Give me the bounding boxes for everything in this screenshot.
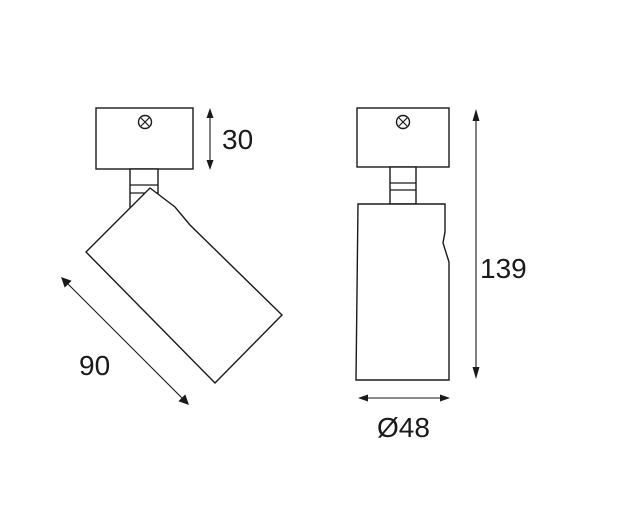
- diameter-label: Ø48: [377, 412, 430, 443]
- body-length-label: 90: [79, 350, 110, 381]
- total-height-label: 139: [480, 253, 527, 284]
- right-screw-icon: [395, 114, 411, 130]
- dimension-base-height: 30: [206, 108, 253, 170]
- right-stem: [389, 166, 417, 205]
- tilted-view: [85, 107, 283, 384]
- dimension-total-height: 139: [472, 109, 527, 379]
- dimension-diameter: Ø48: [358, 394, 450, 443]
- left-tilted-body: [85, 187, 283, 384]
- dimension-body-length: 90: [61, 277, 189, 405]
- front-view: [355, 107, 450, 381]
- base-height-label: 30: [222, 124, 253, 155]
- right-body: [355, 203, 450, 381]
- left-screw-icon: [137, 114, 153, 130]
